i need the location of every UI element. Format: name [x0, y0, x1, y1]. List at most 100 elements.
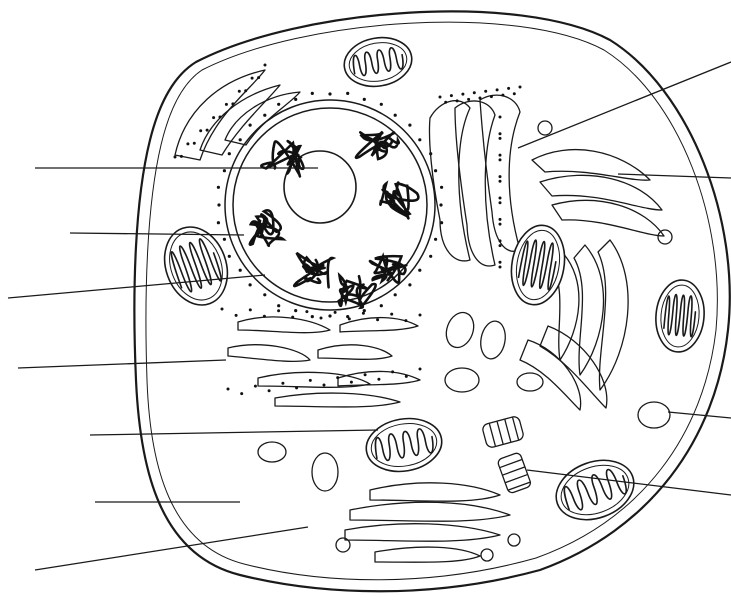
ribosome-dot — [507, 87, 510, 90]
nucleolus — [284, 151, 356, 223]
ribosome-dot — [227, 388, 230, 391]
ribosome-dot — [263, 315, 266, 318]
ribosome-dot — [499, 266, 502, 269]
ribosome-dot — [350, 381, 353, 384]
ribosome-dot — [174, 156, 177, 159]
mitochondrion — [154, 218, 238, 314]
leader-line — [618, 174, 731, 178]
ribosome-dot — [499, 201, 502, 204]
ribosome-dot — [294, 309, 297, 312]
ribosome-dot — [364, 373, 367, 376]
mitochondrion — [505, 221, 570, 309]
ribosome-dot — [323, 384, 326, 387]
ribosome-dot — [499, 175, 502, 178]
ribosome-dot — [212, 116, 215, 119]
ribosome-dot — [439, 96, 442, 99]
ribosome-dot — [405, 375, 408, 378]
mitochondrion — [548, 450, 642, 530]
leader-line — [518, 62, 731, 148]
ribosome-dot — [484, 90, 487, 93]
ribosome-dot — [440, 186, 443, 189]
golgi-apparatus — [429, 95, 520, 266]
chromatin-strand — [356, 132, 399, 159]
ribosome-dot — [206, 129, 209, 132]
chromatin-strand — [370, 256, 406, 283]
ribosome-dot — [450, 94, 453, 97]
ribosome-dot — [180, 155, 183, 158]
ribosome-dot — [277, 304, 280, 307]
ribosome-dot — [348, 317, 351, 320]
ribosome-dot — [228, 152, 231, 155]
ribosome-dot — [239, 138, 242, 141]
ribosome-dot — [281, 382, 284, 385]
ribosome-dot — [249, 124, 252, 127]
ribosome-dot — [513, 92, 516, 95]
ribosome-dot — [377, 378, 380, 381]
leader-line — [8, 275, 265, 298]
ribosome-dot — [263, 293, 266, 296]
ribosome-dot — [496, 88, 499, 91]
ribosome-dot — [434, 238, 437, 241]
ribosome-dot — [311, 315, 314, 318]
ribosome-dot — [363, 98, 366, 101]
ribosome-dot — [257, 76, 260, 79]
ribosome-dot — [186, 142, 189, 145]
chromatin-strand — [380, 183, 418, 219]
ribosome-dot — [228, 255, 231, 258]
ribosome-dot — [419, 368, 422, 371]
ribosome-dot — [434, 169, 437, 172]
ribosome-dot — [328, 314, 331, 317]
ribosome-dot — [264, 64, 267, 67]
ribosome-dot — [309, 379, 312, 382]
ribosome-dot — [239, 269, 242, 272]
ribosome-dot — [439, 203, 442, 206]
ribosome-dot — [394, 293, 397, 296]
leader-line — [35, 527, 308, 570]
ribosome-dot — [336, 376, 339, 379]
ribosome-dot — [499, 223, 502, 226]
ribosome-dot — [499, 137, 502, 140]
ribosome-dot — [249, 308, 252, 311]
ribosome-dot — [363, 309, 366, 312]
ribosome-dot — [499, 132, 502, 135]
ribosome-dot — [199, 129, 202, 132]
ribosome-dot — [231, 102, 234, 105]
chromatin-strand — [339, 275, 376, 307]
chromatin-strand — [294, 253, 333, 287]
ribosome-dot — [473, 91, 476, 94]
ribosome-dot — [391, 370, 394, 373]
ribosome-dot — [499, 244, 502, 247]
ribosome-dot — [238, 90, 241, 93]
ribosome-dot — [217, 186, 220, 189]
ribosome-dot — [277, 309, 280, 312]
ribosome-dot — [418, 269, 421, 272]
ribosome-dot — [305, 310, 308, 313]
ribosome-dot — [334, 311, 337, 314]
mitochondrion — [340, 32, 415, 91]
ribosome-dot — [251, 77, 254, 80]
ribosome-dot — [320, 317, 323, 320]
ribosome-dot — [499, 239, 502, 242]
ribosome-dot — [328, 92, 331, 95]
ribosome-dot — [346, 92, 349, 95]
ribosome-dot — [263, 114, 266, 117]
ribosome-dot — [490, 95, 493, 98]
ribosome-dot — [408, 124, 411, 127]
ribosome-dot — [193, 142, 196, 145]
ribosome-dot — [394, 114, 397, 117]
chromatin-strand — [261, 141, 303, 176]
ribosome-dot — [461, 93, 464, 96]
mitochondrion — [653, 278, 707, 354]
ribosome-dot — [499, 116, 502, 119]
ribosome-dot — [277, 103, 280, 106]
mitochondria — [154, 32, 707, 530]
ribosome-dot — [311, 92, 314, 95]
leader-line — [18, 360, 226, 368]
ribosome-dot — [249, 283, 252, 286]
ribosome-dot — [223, 169, 226, 172]
ribosome-dot — [380, 103, 383, 106]
ribosome-dot — [444, 101, 447, 104]
ribosome-dot — [499, 261, 502, 264]
mitochondrion — [362, 413, 446, 477]
